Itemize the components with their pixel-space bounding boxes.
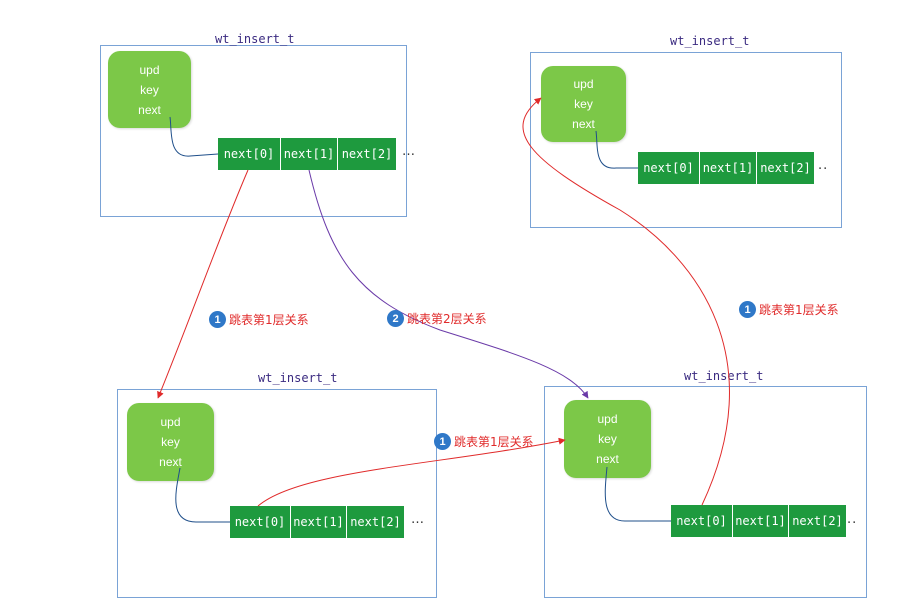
field-upd: upd (597, 412, 618, 426)
internal-link-b (595, 130, 638, 169)
struct-title-d: wt_insert_t (684, 369, 764, 383)
struct-node-a: upd key next (108, 51, 191, 128)
field-upd: upd (139, 62, 160, 77)
internal-link-a (169, 116, 219, 157)
pointer-cell-0: next[0] (230, 506, 291, 538)
level-label: 跳表第1层关系 (759, 303, 839, 317)
struct-title-c: wt_insert_t (258, 371, 338, 385)
level-label: 跳表第1层关系 (229, 313, 309, 327)
link-label-2: 2 跳表第2层关系 (387, 310, 487, 327)
ellipsis-c: … (411, 512, 425, 527)
pointer-array-d: next[0] next[1] next[2] (671, 505, 846, 537)
field-key: key (598, 432, 617, 446)
internal-link-c (175, 467, 230, 523)
pointer-cell-0: next[0] (218, 138, 281, 170)
field-key: key (574, 97, 593, 111)
struct-title-a: wt_insert_t (215, 32, 295, 46)
field-next: next (596, 452, 619, 466)
link-label-4: 1 跳表第1层关系 (739, 301, 839, 318)
struct-node-d: upd key next (564, 400, 651, 478)
pointer-array-b: next[0] next[1] next[2] (638, 152, 814, 184)
level1-link-d-to-b (522, 97, 730, 506)
internal-link-d (604, 466, 671, 522)
struct-node-b: upd key next (541, 66, 626, 142)
pointer-cell-1: next[1] (733, 505, 789, 537)
pointer-cell-2: next[2] (789, 505, 846, 537)
field-upd: upd (573, 77, 594, 91)
pointer-cell-1: next[1] (291, 506, 347, 538)
link-label-1: 1 跳表第1层关系 (209, 311, 309, 328)
level-label: 跳表第2层关系 (407, 312, 487, 326)
ellipsis-d: .. (847, 512, 858, 527)
struct-node-c: upd key next (127, 403, 214, 481)
level-badge: 1 (434, 433, 451, 450)
level-label: 跳表第1层关系 (454, 435, 534, 449)
level-badge: 1 (739, 301, 756, 318)
field-next: next (572, 117, 595, 131)
pointer-cell-0: next[0] (671, 505, 733, 537)
pointer-cell-2: next[2] (347, 506, 404, 538)
pointer-cell-0: next[0] (638, 152, 700, 184)
pointer-array-a: next[0] next[1] next[2] (218, 138, 396, 170)
pointer-cell-2: next[2] (338, 138, 396, 170)
field-next: next (138, 102, 161, 117)
level2-link-a-to-d (308, 169, 589, 399)
level-badge: 2 (387, 310, 404, 327)
struct-title-b: wt_insert_t (670, 34, 750, 48)
level-badge: 1 (209, 311, 226, 328)
field-next: next (159, 455, 182, 469)
level1-link-c-to-d (257, 437, 566, 507)
field-upd: upd (160, 415, 181, 429)
ellipsis-a: … (402, 144, 416, 159)
field-key: key (140, 82, 159, 97)
level1-link-a-to-c (157, 169, 249, 399)
ellipsis-b: .. (818, 158, 829, 173)
pointer-cell-1: next[1] (281, 138, 338, 170)
field-key: key (161, 435, 180, 449)
pointer-array-c: next[0] next[1] next[2] (230, 506, 404, 538)
pointer-cell-1: next[1] (700, 152, 757, 184)
pointer-cell-2: next[2] (757, 152, 814, 184)
link-label-3: 1 跳表第1层关系 (434, 433, 534, 450)
